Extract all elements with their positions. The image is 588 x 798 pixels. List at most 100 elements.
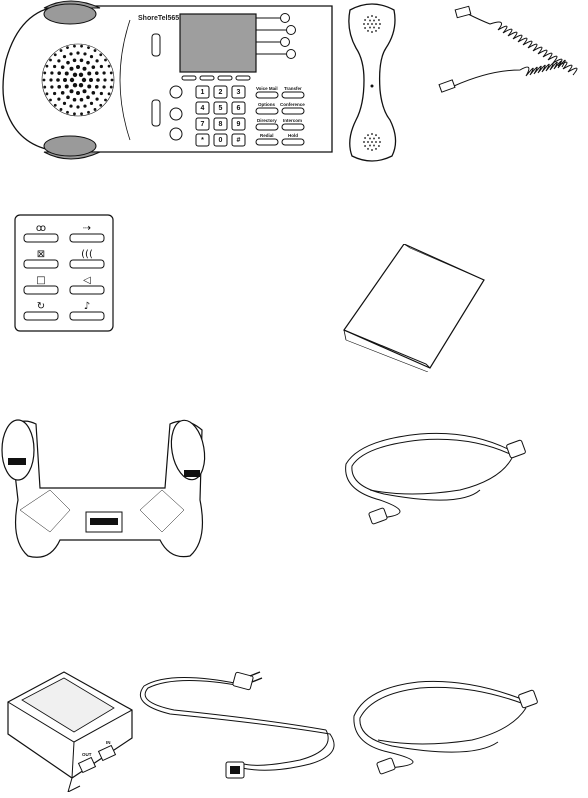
- grill-hole: [56, 78, 60, 82]
- grill-hole: [50, 85, 53, 88]
- grill-hole: [76, 105, 79, 108]
- grill-hole: [57, 71, 61, 75]
- grill-hole: [69, 52, 72, 55]
- grill-hole: [100, 92, 103, 95]
- svg-text:Hold: Hold: [288, 133, 298, 138]
- grill-hole: [83, 104, 86, 107]
- grill-hole: [50, 71, 53, 74]
- grill-hole: [87, 85, 91, 89]
- intercom-icon: ◁: [83, 275, 91, 286]
- grill-hole: [57, 59, 60, 62]
- power-cord-icon: [130, 664, 346, 786]
- grill-hole: [80, 98, 84, 102]
- grill-hole: [87, 72, 91, 76]
- grill-hole: [43, 86, 46, 89]
- grill-hole: [90, 55, 93, 58]
- grill-hole: [73, 83, 77, 87]
- keypad-key[interactable]: 9: [232, 118, 245, 130]
- grill-hole: [102, 71, 105, 74]
- grill-hole: [95, 59, 98, 62]
- booklet-illustration: [338, 244, 488, 372]
- grill-hole: [57, 85, 61, 89]
- svg-text:8: 8: [219, 121, 223, 128]
- svg-text:Transfer: Transfer: [284, 86, 302, 91]
- grill-hole: [86, 61, 90, 65]
- grill-hole: [65, 85, 69, 89]
- grill-hole: [79, 83, 83, 87]
- grill-hole: [108, 92, 111, 95]
- nav-rocker[interactable]: [152, 34, 160, 56]
- grill-hole: [60, 49, 63, 52]
- grill-hole: [103, 78, 106, 81]
- ethernet-cable-2-icon: [348, 668, 556, 780]
- grill-hole: [53, 92, 56, 95]
- grill-hole: [73, 59, 77, 63]
- label-card-icon: ꝏ ⇢ ⊠ ((( □ ◁ ↻ ♪: [14, 214, 114, 332]
- svg-text:7: 7: [201, 121, 205, 128]
- grill-hole: [73, 45, 76, 48]
- grill-hole: [54, 53, 57, 56]
- grill-hole: [46, 92, 49, 95]
- svg-text:#: #: [237, 137, 241, 144]
- keypad-key[interactable]: 6: [232, 102, 245, 114]
- svg-text:3: 3: [237, 89, 241, 96]
- grill-hole: [83, 67, 87, 71]
- grill-hole: [70, 89, 74, 93]
- keypad-key[interactable]: 0: [214, 134, 227, 146]
- svg-text:4: 4: [201, 105, 205, 112]
- keypad-key[interactable]: 5: [214, 102, 227, 114]
- grill-hole: [49, 99, 52, 102]
- svg-text:5: 5: [219, 105, 223, 112]
- keypad-key[interactable]: *: [196, 134, 209, 146]
- keypad-key[interactable]: #: [232, 134, 245, 146]
- power-cord-illustration: [130, 664, 346, 786]
- power-adapter-illustration: OUT IN: [2, 668, 134, 792]
- svg-text:Intercom: Intercom: [283, 118, 302, 123]
- volume-rocker[interactable]: [152, 100, 160, 126]
- handset-icon: [342, 0, 402, 165]
- grill-hole: [70, 67, 74, 71]
- grill-hole: [65, 72, 69, 76]
- options-icon: ⊠: [37, 249, 45, 260]
- grill-hole: [96, 78, 100, 82]
- keypad-key[interactable]: 3: [232, 86, 245, 98]
- conference-icon: (((: [81, 249, 93, 260]
- grill-hole: [83, 52, 86, 55]
- svg-text:2: 2: [219, 89, 223, 96]
- grill-hole: [63, 55, 66, 58]
- grill-hole: [73, 112, 76, 115]
- grill-hole: [63, 102, 66, 105]
- redial-icon: ↻: [37, 301, 45, 312]
- svg-text:*: *: [201, 137, 204, 144]
- grill-hole: [110, 72, 113, 75]
- grill-hole: [100, 65, 103, 68]
- booklet-icon: [338, 244, 488, 372]
- keypad-key[interactable]: 1: [196, 86, 209, 98]
- grill-hole: [54, 104, 57, 107]
- grill-hole: [49, 59, 52, 62]
- keypad-key[interactable]: 4: [196, 102, 209, 114]
- keypad-key[interactable]: 7: [196, 118, 209, 130]
- handset-illustration: [342, 0, 402, 165]
- grill-hole: [46, 65, 49, 68]
- grill-hole: [87, 46, 90, 49]
- svg-text:0: 0: [219, 137, 223, 144]
- grill-hole: [60, 108, 63, 111]
- grill-hole: [111, 79, 114, 82]
- svg-text:Directory: Directory: [257, 118, 277, 123]
- port-in-label: IN: [106, 740, 111, 745]
- grill-hole: [92, 65, 96, 69]
- label-card-illustration: ꝏ ⇢ ⊠ ((( □ ◁ ↻ ♪: [14, 214, 114, 332]
- keypad-key[interactable]: 2: [214, 86, 227, 98]
- grill-hole: [80, 59, 84, 63]
- grill-hole: [92, 91, 96, 95]
- svg-text:Conference: Conference: [280, 102, 305, 107]
- keypad-key[interactable]: 8: [214, 118, 227, 130]
- grill-hole: [66, 61, 70, 65]
- function-buttons[interactable]: [170, 86, 182, 140]
- svg-text:1: 1: [201, 89, 205, 96]
- svg-text:Options: Options: [258, 102, 275, 107]
- grill-hole: [108, 65, 111, 68]
- grill-hole: [82, 78, 86, 82]
- grill-hole: [49, 78, 52, 81]
